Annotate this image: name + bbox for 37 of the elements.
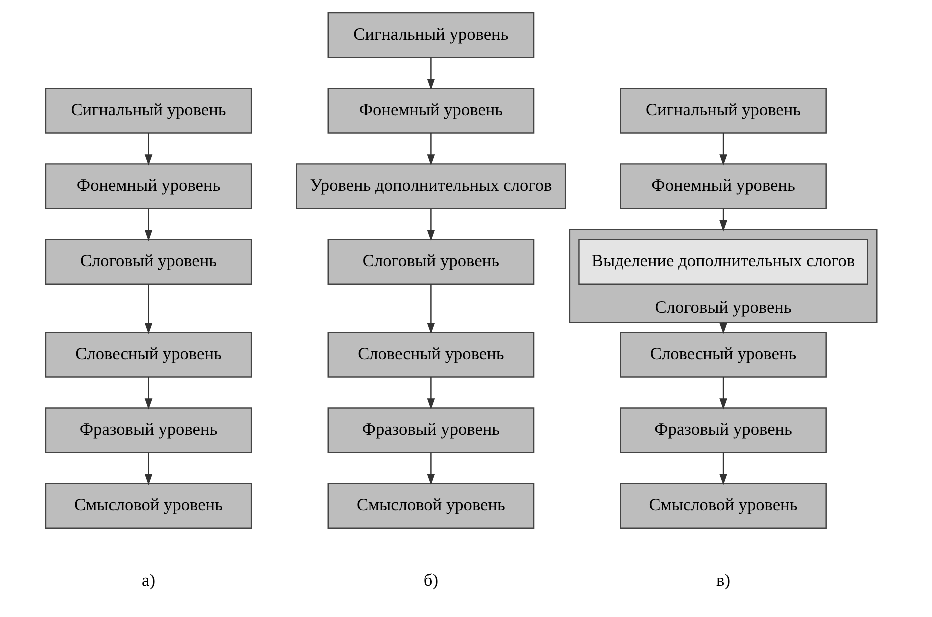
label: в) bbox=[716, 571, 730, 590]
arrow bbox=[426, 377, 435, 410]
node-box: Фонемный уровень bbox=[44, 164, 252, 210]
arrow bbox=[719, 133, 727, 166]
node-box: Фразовый уровень bbox=[44, 408, 252, 454]
node-box: Уровень дополнительных слогов bbox=[296, 164, 566, 210]
arrow bbox=[426, 284, 435, 334]
arrow bbox=[719, 377, 727, 410]
node-box: Смысловой уровень bbox=[327, 483, 534, 529]
node-box: Слоговый уровень bbox=[327, 239, 534, 285]
arrow bbox=[144, 284, 152, 334]
arrow bbox=[719, 208, 727, 232]
node-box: Сигнальный уровень bbox=[44, 88, 252, 134]
arrow bbox=[144, 452, 152, 486]
label: а) bbox=[142, 571, 156, 590]
node-box: Сигнальный уровень bbox=[620, 88, 826, 134]
node-box: Фонемный уровень bbox=[327, 88, 534, 134]
arrow bbox=[144, 133, 152, 166]
arrow bbox=[426, 133, 435, 166]
node-box: Словесный уровень bbox=[44, 332, 252, 378]
node-box: Фразовый уровень bbox=[620, 408, 826, 454]
arrow bbox=[144, 208, 152, 242]
node-box: Смысловой уровень bbox=[44, 483, 252, 529]
arrow bbox=[144, 377, 152, 410]
arrow bbox=[426, 58, 435, 90]
node-box: Словесный уровень bbox=[327, 332, 534, 378]
node-box: Слоговый уровень bbox=[44, 239, 252, 285]
arrow bbox=[719, 452, 727, 486]
arrow bbox=[426, 208, 435, 242]
node-box: Фонемный уровень bbox=[620, 164, 826, 210]
arrow bbox=[426, 452, 435, 486]
label: б) bbox=[423, 571, 438, 590]
node-box: Словесный уровень bbox=[620, 332, 826, 378]
node-box: Смысловой уровень bbox=[620, 483, 826, 529]
node-box: Сигнальный уровень bbox=[327, 12, 534, 58]
node-box: Выделение дополнительных слогов bbox=[578, 239, 868, 285]
node-box: Фразовый уровень bbox=[327, 408, 534, 454]
